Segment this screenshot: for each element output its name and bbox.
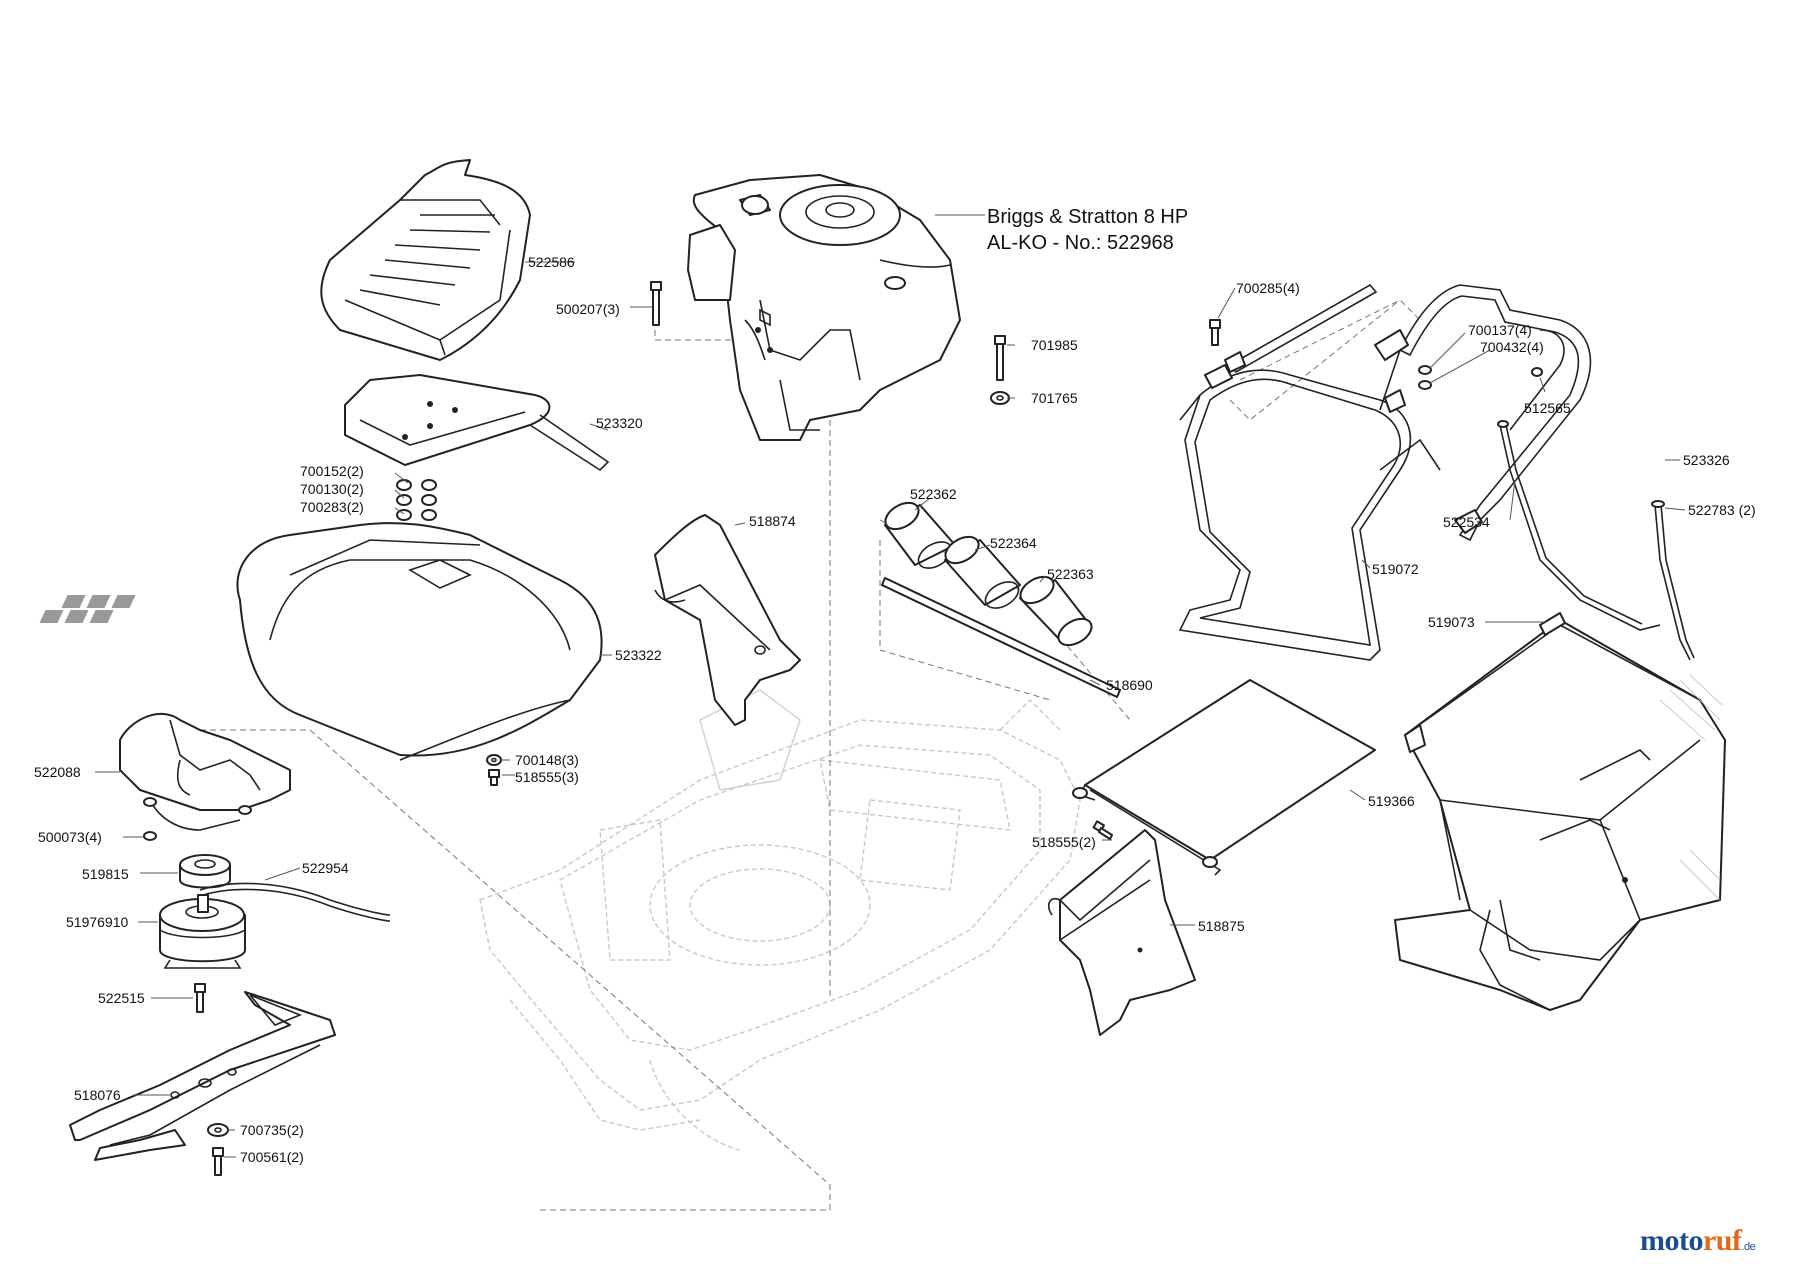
bolt-522515 [194,983,206,1013]
label-519815: 519815 [82,866,129,882]
roller-522364 [944,535,1021,609]
watermark-tld: .de [1741,1241,1756,1253]
cover-523322 [39,522,603,761]
roller-522363 [1019,575,1093,647]
blade-fasteners [207,1123,229,1176]
pulley-plate-522088 [119,713,291,841]
label-51976910: 51976910 [66,914,129,930]
frame-519072 [1178,283,1441,661]
label-522364: 522364 [990,535,1037,551]
watermark-part1: moto [1640,1224,1703,1257]
label-518076: 518076 [74,1087,121,1103]
screw-518555-b [1092,820,1113,840]
engine-briggs-stratton [687,174,961,441]
label-522783: 522783 (2) [1688,502,1756,518]
label-518555-b: 518555(2) [1032,834,1096,850]
label-518555-a: 518555(3) [515,769,579,785]
label-700137: 700137(4) [1468,322,1532,338]
label-523320: 523320 [596,415,643,431]
engine-title: Briggs & Stratton 8 HP AL-KO - No.: 5229… [987,204,1188,256]
chassis-ghost [479,689,1081,1151]
seat-frame-523320 [344,374,610,472]
engine-bolts [650,281,1010,405]
label-700148: 700148(3) [515,752,579,768]
label-700561: 700561(2) [240,1149,304,1165]
motoruf-watermark: motoruf.de [1640,1224,1756,1258]
label-519366: 519366 [1368,793,1415,809]
label-500073: 500073(4) [38,829,102,845]
label-700285: 700285(4) [1236,280,1300,296]
label-701765: 701765 [1031,390,1078,406]
pulley-519815 [179,854,231,889]
label-522362: 522362 [910,486,957,502]
guard-518874 [654,514,801,726]
seat-522586 [320,159,531,361]
label-522534: 522534 [1443,514,1490,530]
label-523322: 523322 [615,647,662,663]
label-519072: 519072 [1372,561,1419,577]
label-522088: 522088 [34,764,81,780]
handle-523326 [1379,284,1592,542]
label-700130: 700130(2) [300,481,364,497]
label-518875: 518875 [1198,918,1245,934]
label-519073: 519073 [1428,614,1475,630]
blade-518076 [69,991,336,1161]
label-522363: 522363 [1047,566,1094,582]
leader-lines [95,214,1686,1158]
roller-522362 [884,501,956,569]
label-500207: 500207(3) [556,301,620,317]
guard-518875 [1048,829,1196,1036]
label-700152: 700152(2) [300,463,364,479]
label-700283: 700283(2) [300,499,364,515]
label-700735: 700735(2) [240,1122,304,1138]
rod-522534 [1497,420,1661,631]
label-701985: 701985 [1031,337,1078,353]
engine-model: Briggs & Stratton 8 HP [987,206,1189,228]
axle-518690 [881,577,1121,698]
grass-bag-519073 [1394,612,1726,1011]
label-522586: 522586 [528,254,575,270]
fasteners-700148-518555 [486,754,502,786]
flap-519366 [1072,679,1376,876]
label-523326: 523326 [1683,452,1730,468]
label-522515: 522515 [98,990,145,1006]
handle-small-parts [1204,319,1543,390]
label-518690: 518690 [1106,677,1153,693]
engine-number: AL-KO - No.: 522968 [987,232,1174,254]
rod-522783 [1651,500,1695,661]
label-700432: 700432(4) [1480,339,1544,355]
seat-fasteners [396,479,437,521]
label-518874: 518874 [749,513,796,529]
label-512565: 512565 [1524,400,1571,416]
clutch-51976910 [159,894,246,969]
watermark-part2: ruf [1702,1224,1742,1257]
label-522954: 522954 [302,860,349,876]
belt-522954 [199,882,391,922]
